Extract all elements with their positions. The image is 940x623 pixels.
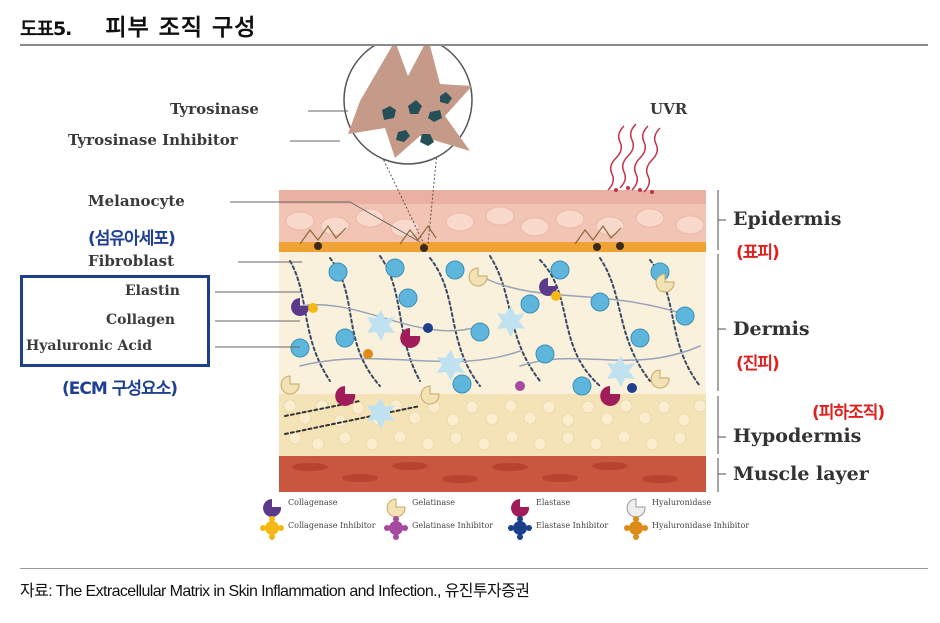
fibroblast-cells [367, 306, 635, 429]
collagenase-icon [263, 499, 282, 517]
epidermis-cells [285, 206, 705, 238]
collagenase-inhibitor-icon [260, 516, 284, 540]
figure-title: 피부 조직 구성 [105, 15, 257, 41]
label-elastin: Elastin [125, 283, 180, 299]
elastase-icon [511, 499, 530, 517]
label-hypodermis: Hypodermis [733, 425, 862, 447]
legend-icons [260, 498, 648, 540]
label-muscle-layer: Muscle layer [733, 463, 869, 485]
hyaluronidase-icon [626, 498, 646, 518]
label-dermis-ko: (진피) [736, 354, 780, 374]
gelatinase-icon [386, 498, 406, 518]
label-collagen: Collagen [106, 312, 176, 328]
legend-hyaluronidase-inhibitor: Hyaluronidase Inhibitor [644, 522, 754, 530]
label-fibroblast-ko: (섬유아세포) [88, 229, 176, 249]
legend-label: Gelatinase Inhibitor [412, 521, 494, 530]
legend-gelatinase: Gelatinase [404, 499, 455, 507]
basal-layer [279, 242, 706, 252]
label-hypodermis-ko: (피하조직) [812, 403, 885, 423]
legend-label: Hyaluronidase Inhibitor [652, 521, 750, 530]
muscle-layer [279, 456, 706, 492]
hyaluronidase-inhibitor-icon [624, 516, 648, 540]
muscle-fibers [292, 462, 678, 483]
label-epidermis: Epidermis [733, 208, 842, 230]
melanocyte-magnifier [343, 46, 473, 245]
label-dermis: Dermis [733, 318, 810, 340]
legend-label: Collagenase [288, 498, 338, 507]
ecm-components-box [20, 275, 210, 367]
legend-elastase: Elastase [528, 499, 570, 507]
hyaluronic-acid-spheres [290, 258, 695, 396]
source-note: 자료: The Extracellular Matrix in Skin Inf… [20, 583, 530, 600]
legend-collagenase-inhibitor: Collagenase Inhibitor [280, 522, 380, 530]
legend-elastase-inhibitor: Elastase Inhibitor [528, 522, 618, 530]
legend-label: Hyaluronidase [652, 498, 712, 507]
label-fibroblast: Fibroblast [88, 252, 175, 270]
elastase-inhibitor-icon [508, 516, 532, 540]
layer-brackets [717, 190, 726, 492]
enzyme-markers [280, 267, 675, 406]
label-uvr: UVR [650, 100, 688, 118]
dermis-layer [279, 252, 706, 394]
gelatinase-inhibitor-icon [384, 516, 408, 540]
label-epidermis-ko: (표피) [736, 243, 780, 263]
footer-divider [20, 568, 928, 569]
label-tyrosinase-inhibitor: Tyrosinase Inhibitor [68, 131, 238, 149]
legend-label: Gelatinase [412, 498, 455, 507]
legend-hyaluronidase: Hyaluronidase [644, 499, 711, 507]
figure-header: 도표5. 피부 조직 구성 [20, 8, 256, 46]
skin-illustration [215, 46, 726, 540]
label-tyrosinase: Tyrosinase [170, 100, 259, 118]
legend-label: Elastase Inhibitor [536, 521, 609, 530]
skin-tissue-diagram: Tyrosinase Tyrosinase Inhibitor UVR Mela… [0, 46, 940, 566]
legend-label: Elastase [536, 498, 571, 507]
label-ecm-ko: (ECM 구성요소) [62, 379, 178, 399]
uvr-arrows [607, 123, 661, 193]
melanocytes [299, 224, 624, 252]
legend-gelatinase-inhibitor: Gelatinase Inhibitor [404, 522, 504, 530]
label-melanocyte: Melanocyte [88, 192, 185, 210]
legend-label: Collagenase Inhibitor [288, 521, 376, 530]
legend-collagenase: Collagenase [280, 499, 337, 507]
leader-lines [215, 110, 421, 348]
label-hyaluronic-acid: Hyaluronic Acid [26, 338, 153, 354]
figure-number: 도표5. [20, 18, 72, 40]
header-divider [20, 44, 928, 46]
skin-layers [279, 190, 706, 492]
